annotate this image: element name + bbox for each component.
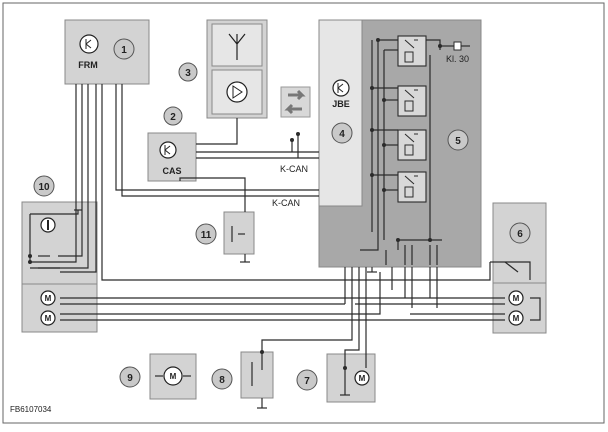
svg-text:M: M xyxy=(359,374,366,383)
motor-icons xyxy=(40,290,524,386)
fuse-icon xyxy=(453,41,462,51)
callout-11: 11 xyxy=(195,223,217,245)
cas-label: CAS xyxy=(162,166,181,176)
switch-8-box xyxy=(240,351,274,399)
switch-11-box xyxy=(223,211,255,255)
transistor-icon xyxy=(159,141,177,159)
callout-7: 7 xyxy=(296,369,318,391)
kcan-label-upper: K-CAN xyxy=(280,164,308,174)
callout-6: 6 xyxy=(509,222,531,244)
relay-coils xyxy=(404,39,418,198)
callout-5: 5 xyxy=(447,129,469,151)
jbe-label: JBE xyxy=(332,99,350,109)
callouts: 1 2 3 4 5 6 7 8 9 10 11 xyxy=(33,38,531,391)
figure-id: FB6107034 xyxy=(10,405,52,414)
svg-text:3: 3 xyxy=(185,68,191,79)
callout-10: 10 xyxy=(33,175,55,197)
callout-8: 8 xyxy=(211,368,233,390)
svg-text:M: M xyxy=(45,294,52,303)
callout-3: 3 xyxy=(178,62,198,82)
antenna-icon xyxy=(228,33,246,60)
svg-text:6: 6 xyxy=(517,229,523,240)
kcan-label-lower: K-CAN xyxy=(272,198,300,208)
door-module-right xyxy=(492,202,547,334)
frm-module: FRM xyxy=(64,19,150,85)
antenna-unit xyxy=(206,19,268,119)
svg-text:4: 4 xyxy=(339,129,345,140)
transistor-icon xyxy=(79,34,99,54)
cas-module: CAS xyxy=(147,132,197,182)
callout-9: 9 xyxy=(119,366,141,388)
svg-text:5: 5 xyxy=(455,136,461,147)
transistor-icon xyxy=(332,79,350,97)
svg-text:7: 7 xyxy=(304,376,310,387)
door-module-left xyxy=(21,201,98,333)
svg-text:M: M xyxy=(513,294,520,303)
terminal-label: Kl. 30 xyxy=(446,54,469,64)
svg-text:2: 2 xyxy=(170,112,176,123)
gateway-icon xyxy=(280,86,311,118)
motor-labels: M M M M M M xyxy=(45,294,520,383)
amplifier-icon xyxy=(226,81,248,103)
svg-text:8: 8 xyxy=(219,375,225,386)
svg-text:M: M xyxy=(170,372,177,381)
svg-text:M: M xyxy=(513,314,520,323)
svg-text:11: 11 xyxy=(201,230,212,241)
callout-2: 2 xyxy=(163,106,183,126)
svg-text:M: M xyxy=(45,314,52,323)
svg-text:10: 10 xyxy=(38,182,50,193)
svg-text:9: 9 xyxy=(127,373,133,384)
frm-label: FRM xyxy=(78,60,98,70)
callout-1: 1 xyxy=(113,38,135,60)
junction-dots xyxy=(28,38,442,370)
callout-4: 4 xyxy=(331,122,353,144)
svg-text:1: 1 xyxy=(121,45,127,56)
